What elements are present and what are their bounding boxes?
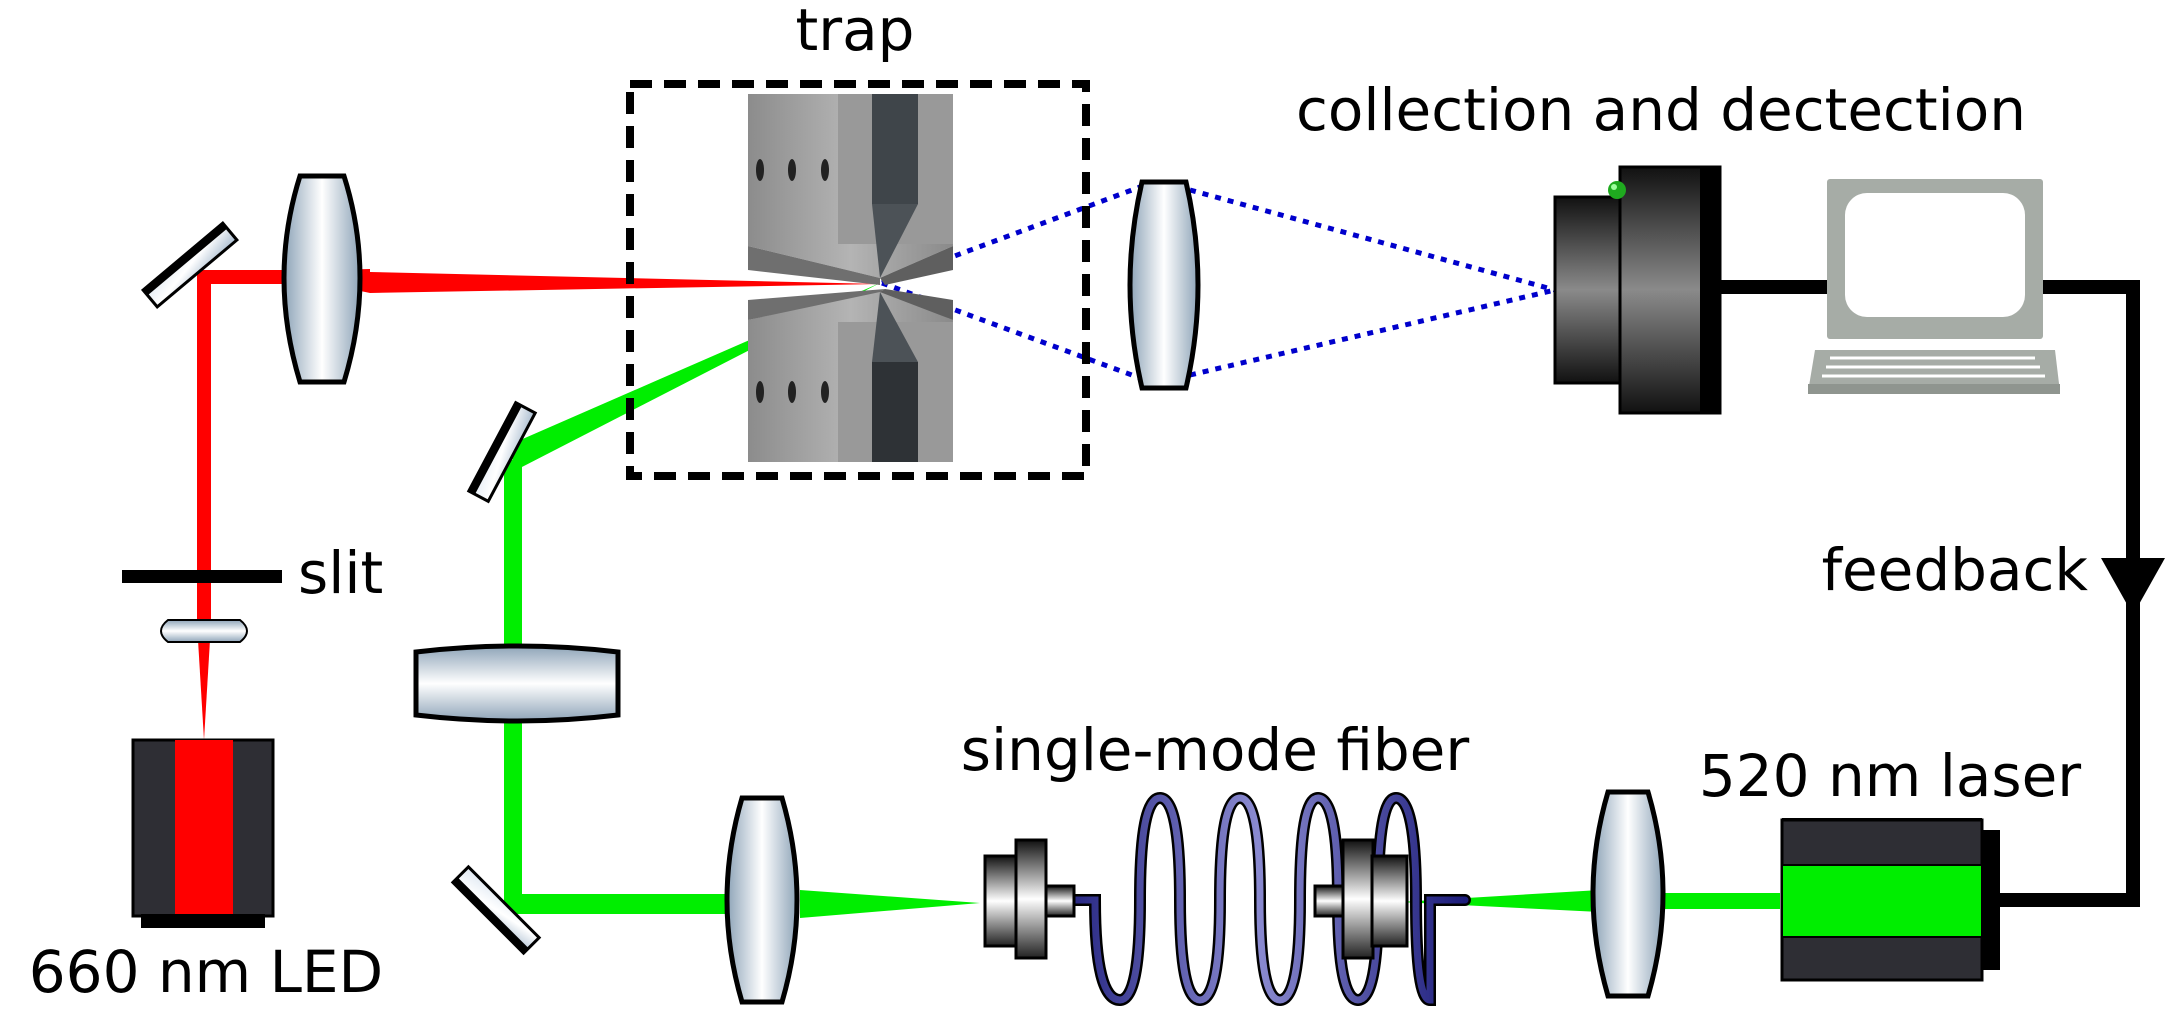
mirror-icon xyxy=(450,864,542,956)
green-beam-bottom xyxy=(508,894,728,914)
mirror-icon xyxy=(140,221,240,309)
feedback-label: feedback xyxy=(1822,536,2089,604)
red-beam-led-cone xyxy=(198,640,210,740)
fiber-coupler-icon xyxy=(983,838,1076,960)
lens-icon xyxy=(1590,789,1666,999)
red-beam-to-trap xyxy=(370,272,880,293)
trap-label: trap xyxy=(796,0,915,64)
lens-icon xyxy=(413,643,621,724)
green-beam-to-fiber-out xyxy=(1400,890,1600,912)
led-source-icon xyxy=(131,738,275,928)
arrow-down-icon xyxy=(2101,558,2165,615)
trap-box xyxy=(626,80,1090,480)
laser-label: 520 nm laser xyxy=(1699,742,2081,810)
lens-icon xyxy=(160,619,248,643)
fiber-coupler-icon xyxy=(1313,838,1409,960)
lens-icon xyxy=(281,173,363,385)
fiber-label: single-mode fiber xyxy=(961,716,1470,784)
slit-label: slit xyxy=(298,539,383,607)
green-beam-from-fiber-in xyxy=(800,890,980,918)
green-beam-laser-out xyxy=(1660,893,1780,909)
trap-electrodes-icon xyxy=(748,94,953,462)
slit-icon xyxy=(122,570,282,583)
lens-icon xyxy=(724,795,800,1005)
mirror-icon xyxy=(466,400,538,504)
camera-detector-icon xyxy=(1553,165,1722,415)
led-label: 660 nm LED xyxy=(29,938,383,1006)
collection-cone xyxy=(881,184,1556,381)
collection-label: collection and dectection xyxy=(1296,76,2026,144)
laser-source-icon xyxy=(1780,818,2000,982)
red-beam-vertical xyxy=(197,270,211,642)
lens-icon xyxy=(1127,179,1201,391)
computer-icon xyxy=(1808,179,2060,394)
